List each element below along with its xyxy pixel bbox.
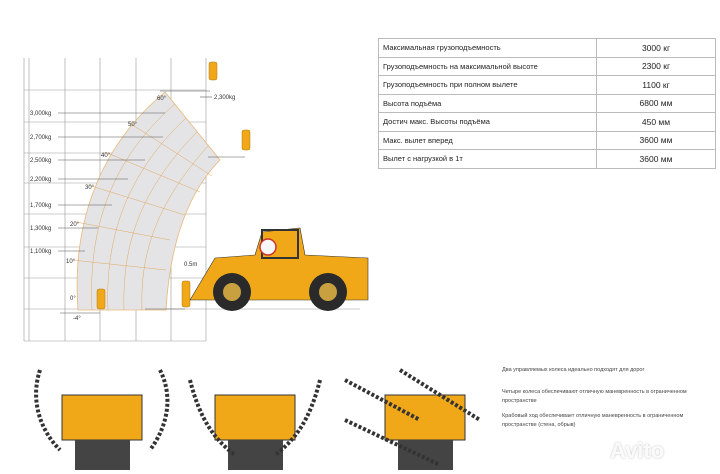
caption-two-wheel: Два управляемых колеса идеально подходят…: [502, 367, 645, 373]
four-wheel-steering-illustration: [188, 379, 322, 470]
avito-watermark: Avito: [610, 438, 665, 463]
spec-value: 2300 кг: [596, 56, 716, 76]
spec-name: Грузоподъемность при полном вылете: [378, 75, 597, 95]
caption-crab: Крабовый ход обеспечивает отличную манев…: [502, 413, 684, 428]
steering-modes: [34, 368, 482, 470]
load-label: 1,100kg: [30, 249, 51, 255]
load-label: 2,500kg: [30, 158, 51, 164]
two-wheel-steering-illustration: [34, 369, 170, 470]
top-load-label: 2,300kg: [214, 95, 235, 101]
caption-four-wheel: Четыре колеса обеспечивают отличную мане…: [502, 389, 687, 404]
spec-name: Грузоподъемность на максимальной высоте: [378, 56, 597, 76]
fork-carriages: [96, 61, 251, 310]
spec-value: 3600 мм: [596, 149, 716, 169]
telehandler: [189, 227, 369, 311]
angle-label: 60°: [157, 96, 167, 102]
crab-steering-illustration: [344, 368, 482, 470]
load-label: 2,200kg: [30, 177, 51, 183]
load-label: 3,000kg: [30, 111, 51, 117]
spec-value: 3000 кг: [596, 38, 716, 58]
angle-label: 50°: [128, 122, 138, 128]
load-label: 1,700kg: [30, 203, 51, 209]
spec-value: 6800 мм: [596, 93, 716, 113]
working-envelope: [76, 91, 221, 311]
spec-name: Достич макс. Высоты подъёма: [378, 112, 597, 132]
spec-name: Вылет с нагрузкой в 1т: [378, 149, 597, 169]
offset-label: 0.5m: [184, 262, 197, 268]
spec-name: Макс. вылет вперед: [378, 130, 597, 150]
spec-value: 3600 мм: [596, 130, 716, 150]
envelope-arcs: [71, 103, 213, 311]
spec-value: 450 мм: [596, 112, 716, 132]
angle-label: 10°: [66, 259, 76, 265]
spec-value: 1100 кг: [596, 75, 716, 95]
angle-label: -4°: [73, 316, 81, 322]
angle-label: 20°: [70, 222, 80, 228]
angle-label: 30°: [85, 185, 95, 191]
load-label: 2,700kg: [30, 135, 51, 141]
angle-label: 40°: [101, 153, 111, 159]
spec-name: Высота подъёма: [378, 93, 597, 113]
spec-name: Максимальная грузоподъемность: [378, 38, 597, 58]
load-label: 1,300kg: [30, 226, 51, 232]
leader-lines: [58, 90, 245, 314]
angle-label: 0°: [70, 296, 76, 302]
